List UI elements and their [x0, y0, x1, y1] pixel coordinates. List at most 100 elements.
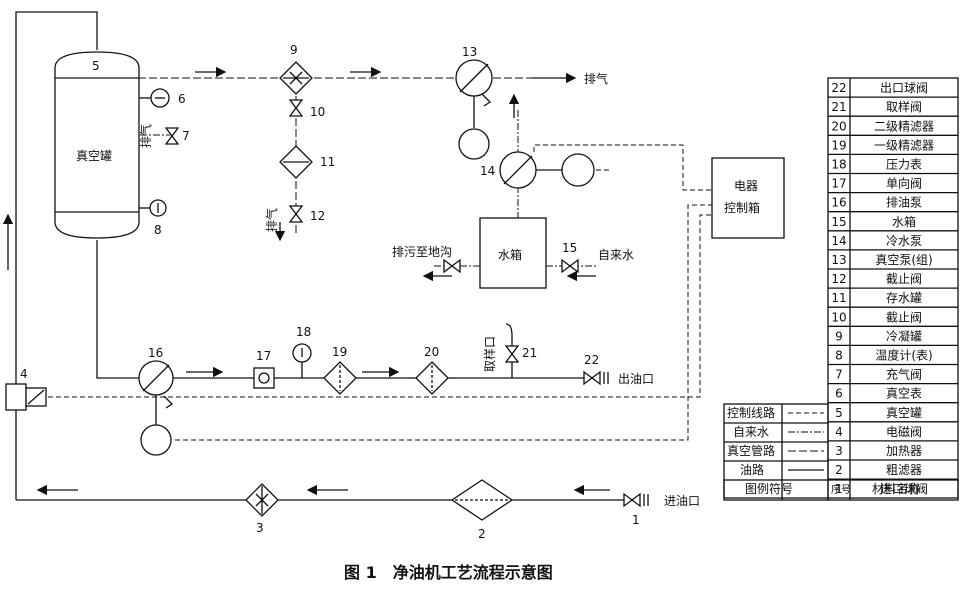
table-row-number: 1 — [835, 482, 843, 496]
number-20: 20 — [424, 345, 439, 359]
table-row-number: 15 — [831, 215, 846, 229]
table-footer-material: 材料名称 — [872, 481, 920, 496]
tank-label: 真空罐 — [76, 149, 112, 163]
condenser-icon — [279, 61, 313, 95]
vacuum-pump-motor-icon — [458, 128, 490, 160]
number-13: 13 — [462, 45, 477, 59]
table-row-name: 真空泵(组) — [875, 253, 932, 267]
number-10: 10 — [310, 105, 325, 119]
table-row-number: 20 — [831, 119, 846, 133]
number-22: 22 — [584, 353, 599, 367]
table-row-number: 12 — [831, 272, 846, 286]
electrical-control-box — [711, 157, 785, 239]
control-box-label-1: 电器 — [734, 179, 758, 193]
number-9: 9 — [290, 43, 298, 57]
discharge-pump-icon — [138, 360, 174, 426]
number-15: 15 — [562, 241, 577, 255]
table-row-number: 13 — [831, 253, 846, 267]
oil-in-label: 进油口 — [664, 494, 700, 508]
pressure-gauge-icon — [292, 343, 312, 378]
exhaust-label-right: 排气 — [584, 71, 608, 86]
table-row-number: 11 — [831, 291, 846, 305]
legend-label-vacuum: 真空管路 — [727, 443, 775, 458]
table-row-name: 出口球阀 — [880, 81, 928, 95]
oil-line-left-return — [15, 11, 98, 500]
exhaust-label-tank: 排气 — [138, 124, 153, 148]
number-4: 4 — [20, 367, 28, 381]
table-row-name: 冷凝罐 — [886, 328, 922, 343]
table-row-name: 真空表 — [886, 387, 922, 401]
legend-label-oil: 油路 — [740, 462, 764, 477]
number-2: 2 — [478, 527, 486, 541]
table-row-name: 充气阀 — [886, 367, 922, 382]
control-line-solenoid — [48, 214, 712, 398]
tap-water-valve-icon — [561, 258, 579, 274]
oil-line-tank-to-pump — [96, 240, 140, 379]
vacuum-pump-icon — [455, 59, 493, 107]
control-line-discharge-pump — [175, 204, 712, 441]
inlet-ball-valve-icon — [623, 492, 649, 508]
table-row-name: 冷水泵 — [886, 234, 922, 248]
number-7: 7 — [182, 129, 190, 143]
coarse-filter-icon — [450, 479, 514, 521]
number-6: 6 — [178, 92, 186, 106]
water-storage-icon — [279, 145, 313, 179]
table-row-name: 水箱 — [892, 214, 916, 229]
table-row-name: 截止阀 — [886, 310, 922, 324]
parts-table — [723, 77, 959, 501]
table-row-number: 18 — [831, 158, 846, 172]
number-18: 18 — [296, 325, 311, 339]
drain-valve-icon — [443, 258, 461, 274]
cooling-pump-icon — [499, 151, 562, 189]
table-row-number: 2 — [835, 463, 843, 477]
table-row-number: 17 — [831, 177, 846, 191]
table-row-number: 6 — [835, 387, 843, 401]
table-row-name: 取样阀 — [886, 99, 922, 114]
figure-caption: 图 1 净油机工艺流程示意图 — [344, 563, 553, 582]
number-8: 8 — [154, 223, 162, 237]
table-row-number: 22 — [831, 81, 846, 95]
oil-out-label: 出油口 — [618, 372, 654, 386]
exhaust-label-condenser: 排气 — [264, 208, 279, 232]
table-row-name: 真空罐 — [886, 406, 922, 420]
table-row-number: 10 — [831, 310, 846, 324]
valve-12-icon — [288, 205, 304, 223]
outlet-ball-valve-icon — [583, 370, 609, 386]
number-21: 21 — [522, 346, 537, 360]
number-11: 11 — [320, 155, 335, 169]
valve-10-icon — [288, 99, 304, 117]
legend-label-water: 自来水 — [733, 425, 769, 439]
thermometer-icon — [139, 199, 167, 217]
discharge-pump-motor-icon — [140, 424, 172, 456]
water-box — [479, 217, 547, 289]
table-row-name: 二级精滤器 — [874, 119, 934, 133]
number-12: 12 — [310, 209, 325, 223]
number-14: 14 — [480, 164, 495, 178]
table-row-number: 8 — [835, 349, 843, 363]
control-line-cooling-pump — [533, 144, 712, 191]
primary-fine-filter-icon — [323, 361, 357, 395]
control-box-label-2: 控制箱 — [724, 200, 760, 215]
sample-port-label: 取样口 — [482, 336, 497, 372]
number-3: 3 — [256, 521, 264, 535]
table-footer-symbol: 图例符号 — [745, 481, 793, 496]
table-footer-seq: 序号 — [831, 483, 851, 496]
vacuum-gauge-icon — [139, 88, 170, 108]
table-row-name: 温度计(表) — [875, 348, 932, 363]
tap-water-label: 自来水 — [598, 248, 634, 262]
table-row-name: 粗滤器 — [886, 463, 922, 477]
sampling-valve-icon — [504, 345, 520, 363]
table-row-number: 16 — [831, 196, 846, 210]
charging-valve-icon — [164, 127, 180, 145]
table-row-name: 压力表 — [886, 158, 922, 172]
cooling-pump-motor-icon — [561, 153, 595, 187]
secondary-fine-filter-icon — [415, 361, 449, 395]
vacuum-tank — [54, 51, 140, 239]
table-row-number: 9 — [835, 329, 843, 343]
table-row-name: 一级精滤器 — [874, 138, 934, 152]
table-row-name: 电磁阀 — [886, 424, 922, 439]
table-row-name: 排油泵 — [886, 196, 922, 210]
table-row-name: 存水罐 — [886, 291, 922, 305]
